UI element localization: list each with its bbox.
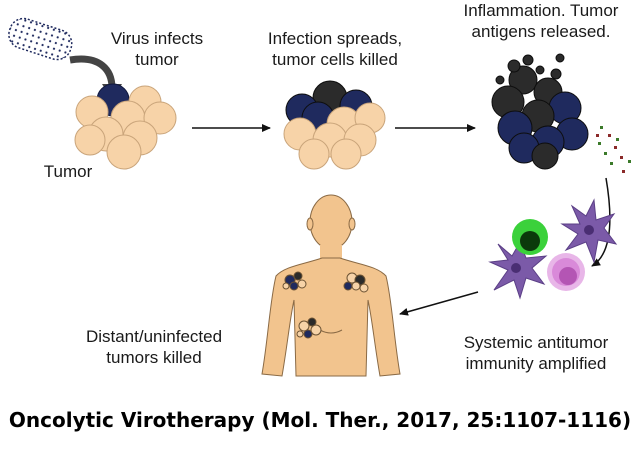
arrow-4 — [399, 291, 479, 316]
cell — [289, 281, 299, 291]
label-systemic-2: immunity amplified — [466, 354, 607, 373]
cell — [307, 317, 317, 327]
t-cell-green — [512, 219, 548, 255]
antigen-speck — [628, 160, 631, 163]
cell — [298, 138, 330, 170]
virus-icon — [8, 17, 73, 61]
cell — [550, 68, 562, 80]
label-infection-spreads: Infection spreads, — [268, 29, 402, 48]
antigen-debris — [495, 53, 631, 173]
cell — [531, 142, 559, 170]
antigen-speck — [604, 152, 607, 155]
cell — [296, 330, 304, 338]
antigen-speck — [616, 138, 619, 141]
cell — [282, 282, 290, 290]
label-systemic: Systemic antitumor — [464, 333, 609, 352]
figure-caption: Oncolytic Virotherapy (Mol. Ther., 2017,… — [8, 408, 632, 432]
label-tumor: Tumor — [44, 162, 93, 181]
cell — [310, 324, 322, 336]
cell — [106, 134, 142, 170]
label-inflammation-2: antigens released. — [472, 22, 611, 41]
cell — [293, 271, 303, 281]
antigen-speck — [600, 126, 603, 129]
tumor-cluster-1 — [74, 83, 177, 170]
antigen-speck — [598, 142, 601, 145]
label-virus-infects: Virus infects — [111, 29, 203, 48]
cell — [330, 138, 362, 170]
label-distant: Distant/uninfected — [86, 327, 222, 346]
antigen-speck — [614, 146, 617, 149]
label-infection-spreads-2: tumor cells killed — [272, 50, 398, 69]
infect-arrow — [69, 55, 116, 89]
label-virus-infects-2: tumor — [135, 50, 179, 69]
cell — [297, 279, 307, 289]
cell — [555, 53, 565, 63]
cell — [359, 283, 369, 293]
antigen-speck — [610, 162, 613, 165]
cell — [535, 65, 545, 75]
dendritic-cell-right — [560, 198, 618, 264]
cell — [507, 59, 521, 73]
cell — [522, 54, 534, 66]
cell — [351, 281, 361, 291]
cell — [495, 75, 505, 85]
label-inflammation: Inflammation. Tumor — [464, 1, 619, 20]
tumor-cluster-3 — [491, 65, 589, 170]
antigen-speck — [622, 170, 625, 173]
t-cell-pink — [547, 253, 585, 291]
antigen-speck — [620, 156, 623, 159]
label-distant-2: tumors killed — [106, 348, 201, 367]
antigen-speck — [608, 134, 611, 137]
body-tumors — [282, 271, 369, 339]
cell — [298, 320, 310, 332]
tumor-cluster-2 — [283, 80, 386, 170]
cell — [74, 124, 106, 156]
cell — [343, 281, 353, 291]
antigen-speck — [596, 134, 599, 137]
cell — [508, 65, 538, 95]
cell — [303, 329, 313, 339]
